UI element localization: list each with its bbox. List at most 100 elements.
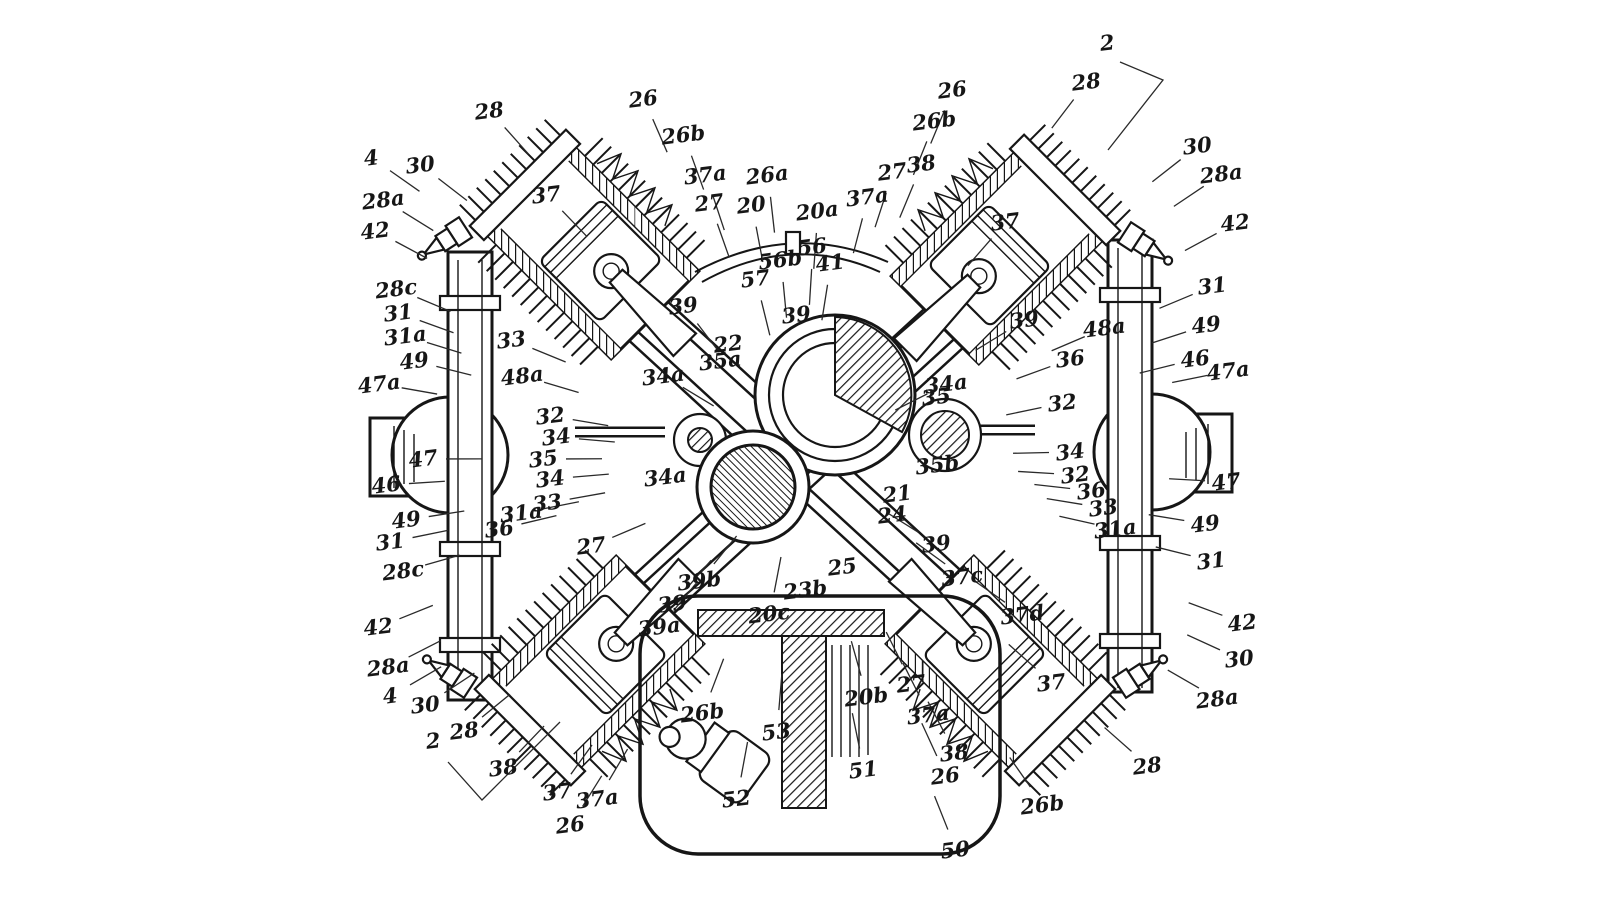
ref-label-26: 26 xyxy=(928,761,961,790)
ref-label-34a: 34a xyxy=(923,369,969,399)
ref-label-28: 28 xyxy=(1069,67,1102,96)
leader-line-28 xyxy=(1051,99,1075,129)
leader-line-42 xyxy=(399,604,434,620)
leader-line-28a xyxy=(1167,669,1200,689)
leader-line-31 xyxy=(419,319,454,334)
leader-line-20c xyxy=(773,556,782,593)
ref-label-38: 38 xyxy=(938,738,970,766)
ref-label-39: 39 xyxy=(920,529,952,557)
ref-label-49: 49 xyxy=(398,346,430,374)
oil-pickup-pipe xyxy=(781,635,827,809)
ref-label-36: 36 xyxy=(1054,344,1086,372)
ref-label-23b: 23b xyxy=(781,574,829,604)
leader-line-30 xyxy=(443,672,475,694)
leader-line-30 xyxy=(1151,159,1182,183)
ref-label-34a: 34a xyxy=(640,361,686,391)
ref-label-39: 39 xyxy=(1008,305,1040,333)
leader-line-28a xyxy=(408,640,441,658)
leader-line-26b xyxy=(690,155,705,190)
leader-line-31a xyxy=(1059,515,1095,525)
ref-label-39: 39 xyxy=(667,291,699,319)
ref-label-27: 27 xyxy=(894,669,927,698)
ref-label-51: 51 xyxy=(847,755,879,783)
leader-line-42 xyxy=(1184,232,1217,252)
ref-label-4: 4 xyxy=(362,144,380,171)
ref-label-47: 47 xyxy=(407,444,439,472)
ref-label-35: 35 xyxy=(920,382,952,410)
leader-line-27 xyxy=(612,522,646,539)
ref-label-27: 27 xyxy=(692,188,725,217)
leader-line-47a xyxy=(401,387,438,395)
leader-line-20b xyxy=(850,640,862,676)
ref-label-30: 30 xyxy=(404,150,436,178)
leader-line-38 xyxy=(899,184,915,218)
ref-label-30: 30 xyxy=(1223,644,1255,672)
leader-line-28a xyxy=(1173,185,1205,207)
leader-line-33 xyxy=(569,492,606,500)
ref-label-39: 39 xyxy=(656,589,688,617)
leader-line-46 xyxy=(1139,363,1175,374)
leader-line-37 xyxy=(570,744,593,775)
ref-label-48a: 48a xyxy=(499,361,545,391)
leader-line-31a xyxy=(543,501,580,510)
ref-2-bracket-top xyxy=(1107,61,1165,151)
ref-label-37: 37 xyxy=(1035,668,1067,696)
leader-line-39b xyxy=(713,535,738,565)
leader-line-26a xyxy=(769,196,776,233)
ref-label-28c: 28c xyxy=(380,556,426,586)
ref-label-37a: 37a xyxy=(844,182,890,212)
ref-label-28: 28 xyxy=(1130,751,1163,780)
leader-line-32 xyxy=(1006,406,1042,416)
ref-2-bracket-bottom xyxy=(447,721,561,801)
ref-label-28a: 28a xyxy=(359,185,406,215)
ref-label-49: 49 xyxy=(390,505,422,533)
ref-label-34a: 34a xyxy=(642,462,688,492)
leader-line-31a xyxy=(426,341,462,354)
right-intake-pipe xyxy=(1092,238,1234,694)
leader-line-31 xyxy=(1155,546,1191,557)
leader-line-48a xyxy=(543,381,579,394)
ref-label-28c: 28c xyxy=(373,274,419,304)
leader-line-37a xyxy=(712,195,725,231)
leader-line-26 xyxy=(930,110,946,144)
ref-label-50: 50 xyxy=(939,835,971,863)
intake-balance-arc xyxy=(694,230,889,283)
leader-line-31 xyxy=(1159,293,1193,309)
ref-label-53: 53 xyxy=(760,717,792,745)
leader-line-39a xyxy=(673,581,698,611)
ref-label-34: 34 xyxy=(534,464,566,492)
ref-label-37a: 37a xyxy=(682,160,728,190)
leader-line-52 xyxy=(740,741,749,778)
ref-label-31a: 31a xyxy=(382,321,428,351)
leader-line-28 xyxy=(1104,727,1132,752)
leader-line-26b xyxy=(1009,757,1031,788)
ref-label-27: 27 xyxy=(574,531,607,560)
leader-line-26b xyxy=(912,141,928,176)
ref-label-31a: 31a xyxy=(498,498,544,528)
leader-line-38 xyxy=(518,725,545,753)
ref-label-37: 37 xyxy=(530,180,562,208)
ref-label-26b: 26b xyxy=(910,105,958,135)
ref-label-37c: 37c xyxy=(940,562,985,592)
leader-line-4 xyxy=(389,170,420,192)
ref-label-37: 37 xyxy=(541,777,573,805)
leader-line-33 xyxy=(1046,497,1083,506)
leader-line-36 xyxy=(1034,483,1071,490)
leader-line-28a xyxy=(402,211,434,232)
leader-line-30 xyxy=(438,177,468,201)
leader-line-37c xyxy=(915,542,946,565)
leader-line-42 xyxy=(395,240,428,259)
leader-line-46 xyxy=(408,480,445,485)
ref-label-47a: 47a xyxy=(1205,356,1251,386)
leader-line-37 xyxy=(561,210,588,238)
ref-label-48a: 48a xyxy=(1081,313,1127,343)
ref-label-37d: 37d xyxy=(999,599,1046,629)
ref-label-2: 2 xyxy=(423,727,442,754)
ref-label-26: 26 xyxy=(626,84,659,113)
ref-label-42: 42 xyxy=(1219,208,1251,236)
distributor xyxy=(658,717,771,804)
ref-label-33: 33 xyxy=(495,325,527,353)
ref-label-37a: 37a xyxy=(905,700,951,730)
leader-line-32 xyxy=(1018,470,1055,475)
leader-line-49 xyxy=(1151,331,1187,344)
